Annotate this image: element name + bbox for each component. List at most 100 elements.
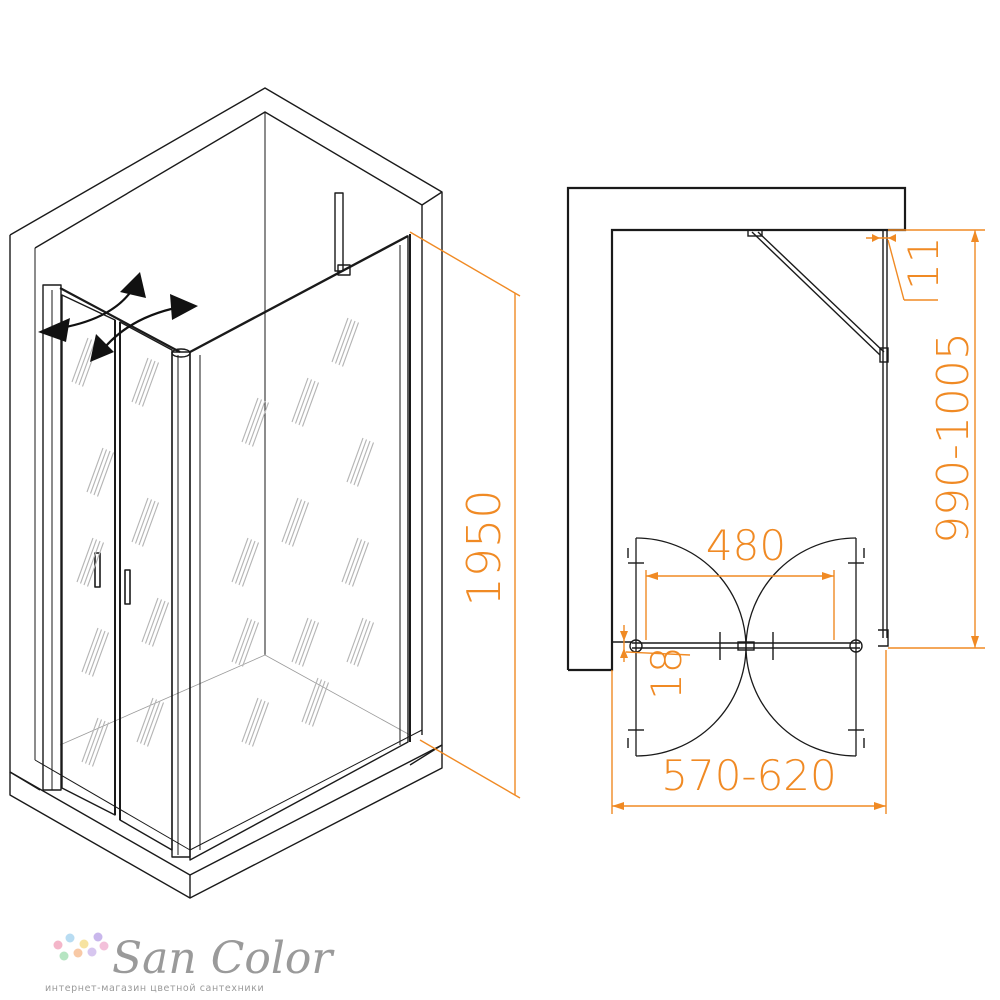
reflection-streak bbox=[298, 620, 316, 666]
reflection-streak bbox=[356, 622, 375, 667]
reflection-streak bbox=[141, 362, 160, 407]
reflection-streak bbox=[93, 450, 111, 496]
reflection-streak bbox=[341, 537, 359, 583]
reflection-streak bbox=[84, 719, 103, 764]
door-handles bbox=[94, 552, 131, 605]
reflection-streak bbox=[353, 440, 371, 486]
reflection-streak bbox=[83, 540, 101, 586]
reflection-streak bbox=[78, 340, 96, 386]
reflection-streak bbox=[248, 400, 266, 446]
reflection-streak bbox=[134, 359, 153, 404]
reflection-streak bbox=[344, 539, 363, 584]
logo-dot bbox=[87, 947, 97, 957]
reflection-streak bbox=[291, 617, 309, 663]
back-walls bbox=[9, 87, 443, 791]
reflection-streak bbox=[141, 502, 160, 547]
isometric-view bbox=[9, 87, 443, 899]
reflection-streak bbox=[241, 397, 259, 443]
reflection-streak bbox=[151, 602, 170, 647]
reflection-streak bbox=[79, 539, 98, 584]
reflection-streak bbox=[96, 452, 115, 497]
profile-label: 18 bbox=[642, 647, 691, 700]
reflection-streak bbox=[81, 717, 99, 763]
corner-profile bbox=[171, 348, 191, 858]
logo-dot bbox=[59, 951, 69, 961]
height-label: 1950 bbox=[457, 489, 511, 606]
reflection-streak bbox=[89, 449, 108, 494]
reflection-streak bbox=[84, 629, 103, 674]
logo-dot bbox=[65, 933, 75, 943]
reflection-streak bbox=[291, 377, 309, 423]
reflection-streak bbox=[76, 537, 94, 583]
reflection-streak bbox=[348, 540, 366, 586]
reflection-streak bbox=[346, 437, 364, 483]
logo-dot bbox=[79, 939, 89, 949]
front-doors bbox=[42, 284, 181, 851]
reflection-streak bbox=[138, 500, 156, 546]
reflection-streak bbox=[148, 600, 166, 646]
reflection-streak bbox=[244, 699, 263, 744]
reflection-streak bbox=[234, 539, 253, 584]
reflection-streak bbox=[291, 502, 310, 547]
reflection-streak bbox=[244, 399, 263, 444]
wall-gap-label: 11 bbox=[899, 237, 948, 290]
reflection-streak bbox=[298, 380, 316, 426]
reflection-streak bbox=[241, 697, 259, 743]
reflection-streak bbox=[334, 319, 353, 364]
shower-tray bbox=[9, 654, 443, 899]
reflection-streak bbox=[91, 632, 110, 677]
height-dimension bbox=[409, 231, 521, 799]
reflection-streak bbox=[86, 542, 105, 587]
reflection-streak bbox=[353, 620, 371, 666]
logo-dot bbox=[93, 932, 103, 942]
reflection-streak bbox=[241, 622, 260, 667]
reflection-streak bbox=[238, 540, 256, 586]
brand-name: San Color bbox=[112, 933, 335, 984]
color-dots-icon bbox=[53, 932, 109, 961]
door-opening-label: 480 bbox=[706, 521, 786, 570]
reflection-streak bbox=[81, 627, 99, 673]
reflection-streak bbox=[331, 317, 349, 363]
reflection-streak bbox=[251, 702, 270, 747]
plan-dimension-lines bbox=[611, 229, 985, 814]
support-bar bbox=[334, 192, 351, 276]
reflection-streak bbox=[134, 499, 153, 544]
plan-walls bbox=[566, 186, 907, 672]
reflection-streak bbox=[131, 357, 149, 403]
reflection-streak bbox=[241, 542, 260, 587]
reflection-streak bbox=[356, 442, 375, 487]
reflection-streak bbox=[301, 677, 319, 723]
reflection-streak bbox=[301, 382, 320, 427]
reflection-streak bbox=[86, 447, 104, 493]
reflection-streak bbox=[231, 617, 249, 663]
side-depth-label: 990-1005 bbox=[928, 332, 979, 544]
plan-support-bar bbox=[747, 229, 885, 356]
reflection-streak bbox=[251, 402, 270, 447]
reflection-streak bbox=[144, 599, 163, 644]
reflection-streak bbox=[71, 337, 89, 383]
brand-tagline: интернет-магазин цветной сантехники bbox=[45, 983, 264, 994]
reflection-streak bbox=[138, 360, 156, 406]
reflection-streak bbox=[288, 500, 306, 546]
reflection-streak bbox=[351, 542, 370, 587]
reflection-streak bbox=[349, 619, 368, 664]
reflection-streak bbox=[136, 697, 154, 743]
reflection-streak bbox=[308, 680, 326, 726]
width-label: 570-620 bbox=[661, 751, 837, 800]
reflection-streak bbox=[294, 619, 313, 664]
plan-view bbox=[566, 186, 907, 757]
reflection-streak bbox=[231, 537, 249, 583]
reflection-streak bbox=[146, 702, 165, 747]
plan-side-glass bbox=[878, 230, 889, 647]
reflection-streak bbox=[88, 630, 106, 676]
reflection-streak bbox=[284, 499, 303, 544]
reflection-streak bbox=[141, 597, 159, 643]
logo-dot bbox=[99, 941, 109, 951]
glass-reflections bbox=[71, 317, 375, 767]
reflection-streak bbox=[131, 497, 149, 543]
reflection-streak bbox=[281, 497, 299, 543]
reflection-streak bbox=[304, 679, 323, 724]
reflection-streak bbox=[341, 322, 360, 367]
side-glass-panel bbox=[189, 234, 411, 861]
door-swing-arcs bbox=[635, 537, 857, 757]
